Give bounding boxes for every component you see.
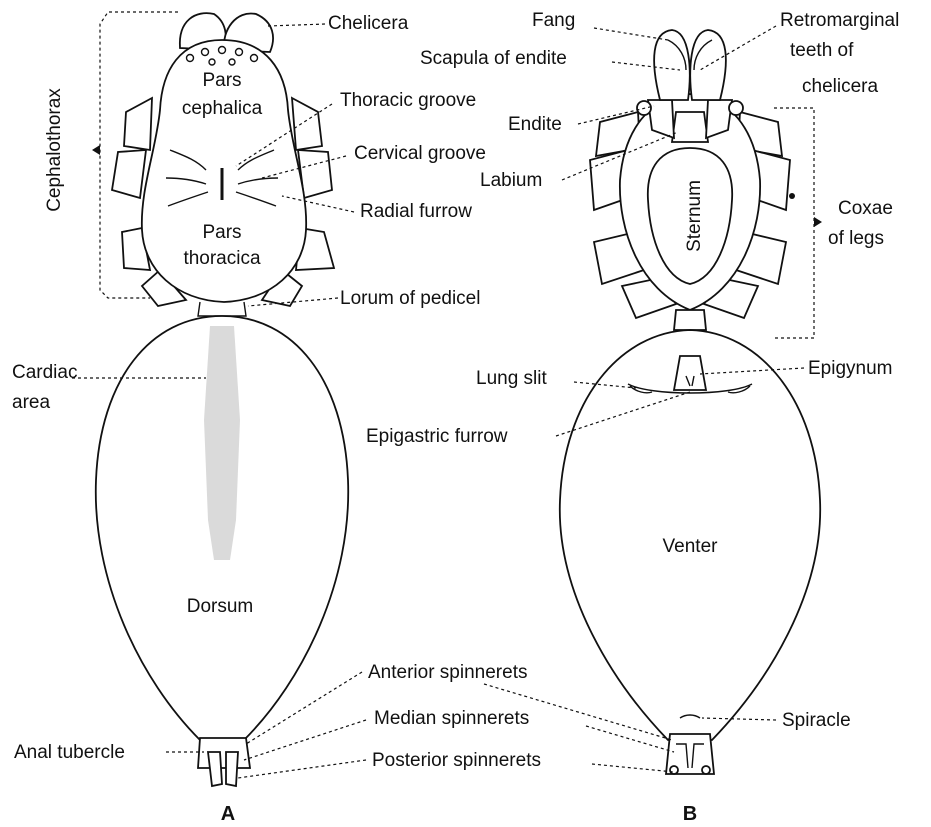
leader-line xyxy=(244,720,366,760)
pedicel-ventral xyxy=(674,310,706,330)
label-scapula-of-endite: Scapula of endite xyxy=(420,48,567,69)
label-retromarginal-1: Retromarginal xyxy=(780,10,899,31)
leg-segment xyxy=(124,98,152,150)
label-posterior-spinnerets: Posterior spinnerets xyxy=(372,750,541,771)
label-epigastric-furrow: Epigastric furrow xyxy=(366,426,508,447)
label-coxae-of-legs-1: Coxae xyxy=(838,198,893,219)
label-pars-thoracica-1: Pars xyxy=(202,222,241,243)
label-labium: Labium xyxy=(480,170,542,191)
label-radial-furrow: Radial furrow xyxy=(360,201,472,222)
label-pars-cephalica-1: Pars xyxy=(202,70,241,91)
label-retromarginal-2: teeth of xyxy=(790,40,854,61)
label-lorum-of-pedicel: Lorum of pedicel xyxy=(340,288,480,309)
label-fang: Fang xyxy=(532,10,575,31)
label-pars-cephalica-2: cephalica xyxy=(182,98,263,119)
leader-line xyxy=(268,24,326,26)
ventral-view-figure xyxy=(560,30,820,774)
label-spiracle: Spiracle xyxy=(782,710,851,731)
pedicel xyxy=(198,302,246,316)
dorsal-view-figure xyxy=(96,13,348,786)
bracket-arrow xyxy=(92,145,100,155)
label-dorsum: Dorsum xyxy=(187,596,254,617)
label-cervical-groove: Cervical groove xyxy=(354,143,486,164)
spinneret-tip xyxy=(670,766,678,774)
label-chelicera: Chelicera xyxy=(328,13,409,34)
label-cardiac-area-1: Cardiac xyxy=(12,362,77,383)
labium-plate xyxy=(672,112,708,142)
label-epigynum: Epigynum xyxy=(808,358,893,379)
panel-label-b: B xyxy=(683,803,697,825)
leader-line xyxy=(238,760,366,778)
leader-line xyxy=(592,764,674,772)
spinneret-tip xyxy=(702,766,710,774)
cardiac-area-stipple xyxy=(204,326,240,560)
anal-tubercle xyxy=(198,738,250,768)
label-endite: Endite xyxy=(508,114,562,135)
label-lung-slit: Lung slit xyxy=(476,368,547,389)
spinneret-left xyxy=(208,752,222,786)
label-sternum: Sternum xyxy=(684,180,705,252)
label-pars-thoracica-2: thoracica xyxy=(183,248,261,269)
leg-segment xyxy=(112,150,146,198)
label-median-spinnerets: Median spinnerets xyxy=(374,708,529,729)
label-cardiac-area-2: area xyxy=(12,392,50,413)
abdomen-ventral-outline xyxy=(560,330,820,740)
leader-line xyxy=(594,28,668,40)
chelicera-ventral-left xyxy=(654,30,690,100)
palp-base xyxy=(729,101,743,115)
coxa-dot xyxy=(789,193,795,199)
label-venter: Venter xyxy=(663,536,719,557)
label-coxae-of-legs-2: of legs xyxy=(828,228,884,249)
panel-label-a: A xyxy=(221,803,235,825)
label-anterior-spinnerets: Anterior spinnerets xyxy=(368,662,527,683)
label-cephalothorax: Cephalothorax xyxy=(44,88,65,212)
spinneret-right xyxy=(226,752,238,786)
leg-segment xyxy=(292,98,322,150)
bracket-arrow xyxy=(814,217,822,227)
label-retromarginal-3: chelicera xyxy=(802,76,878,97)
label-thoracic-groove: Thoracic groove xyxy=(340,90,476,111)
label-anal-tubercle: Anal tubercle xyxy=(14,742,125,763)
